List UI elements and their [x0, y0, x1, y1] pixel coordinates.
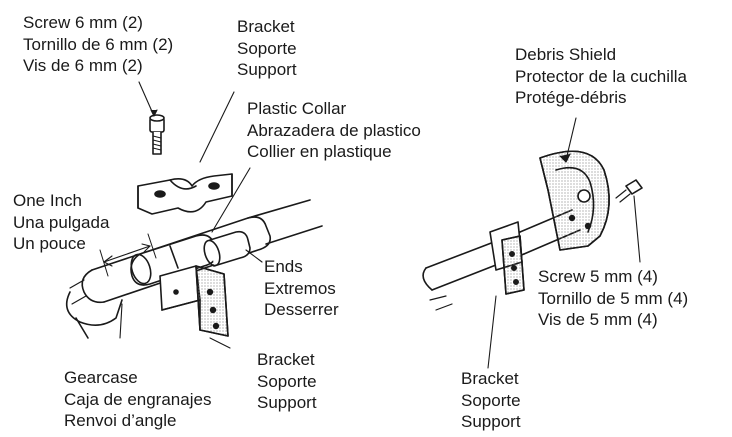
label-plastic-collar: Plastic Collar Abrazadera de plastico Co…	[247, 98, 421, 163]
label-line: Support	[257, 393, 317, 412]
label-line: Protector de la cuchilla	[515, 66, 687, 86]
label-line: Gearcase	[64, 368, 138, 387]
label-line: Una pulgada	[13, 212, 110, 232]
label-line: Bracket	[237, 17, 295, 36]
label-debris-shield: Debris Shield Protector de la cuchilla P…	[515, 44, 687, 109]
leader-lines-right	[487, 117, 641, 369]
screw-6mm	[149, 114, 165, 155]
label-line: Collier en plastique	[247, 142, 392, 161]
label-line: Debris Shield	[515, 45, 617, 64]
label-line: Vis de 5 mm (4)	[538, 310, 658, 329]
label-line: Un pouce	[13, 234, 86, 253]
label-line: Vis de 6 mm (2)	[23, 56, 143, 75]
label-line: Abrazadera de plastico	[247, 120, 421, 140]
label-line: Soporte	[237, 38, 297, 58]
label-line: Soporte	[461, 390, 521, 410]
label-line: Support	[461, 412, 521, 431]
label-line: One Inch	[13, 191, 82, 210]
label-one-inch: One Inch Una pulgada Un pouce	[13, 190, 109, 255]
leader-lines-left	[119, 81, 263, 349]
label-bracket-right: Bracket Soporte Support	[461, 368, 521, 433]
label-line: Bracket	[257, 350, 315, 369]
label-bracket-top: Bracket Soporte Support	[237, 16, 297, 81]
label-screw-6mm: Screw 6 mm (2) Tornillo de 6 mm (2) Vis …	[23, 12, 173, 77]
label-line: Screw 5 mm (4)	[538, 267, 658, 286]
left-shaft-assembly	[65, 81, 323, 349]
label-bracket-bottom: Bracket Soporte Support	[257, 349, 317, 414]
debris-shield	[539, 150, 610, 251]
label-line: Desserrer	[264, 300, 339, 319]
label-line: Renvoi d’angle	[64, 411, 177, 430]
plastic-collar	[130, 234, 218, 286]
label-line: Protége-débris	[515, 88, 627, 107]
lower-bracket	[159, 265, 229, 337]
label-screw-5mm: Screw 5 mm (4) Tornillo de 5 mm (4) Vis …	[538, 266, 688, 331]
label-line: Caja de engranajes	[64, 389, 212, 409]
label-line: Bracket	[461, 369, 519, 388]
label-line: Screw 6 mm (2)	[23, 13, 143, 32]
right-shield-assembly	[422, 117, 643, 369]
label-line: Support	[237, 60, 297, 79]
label-gearcase: Gearcase Caja de engranajes Renvoi d’ang…	[64, 367, 211, 432]
label-ends: Ends Extremos Desserrer	[264, 256, 339, 321]
upper-bracket	[137, 173, 233, 215]
right-bracket	[489, 221, 525, 295]
label-line: Ends	[264, 257, 303, 276]
label-line: Soporte	[257, 371, 317, 391]
screw-5mm	[615, 179, 643, 203]
label-line: Extremos	[264, 278, 336, 298]
label-line: Plastic Collar	[247, 99, 347, 118]
label-line: Tornillo de 6 mm (2)	[23, 34, 174, 54]
label-line: Tornillo de 5 mm (4)	[538, 288, 689, 308]
